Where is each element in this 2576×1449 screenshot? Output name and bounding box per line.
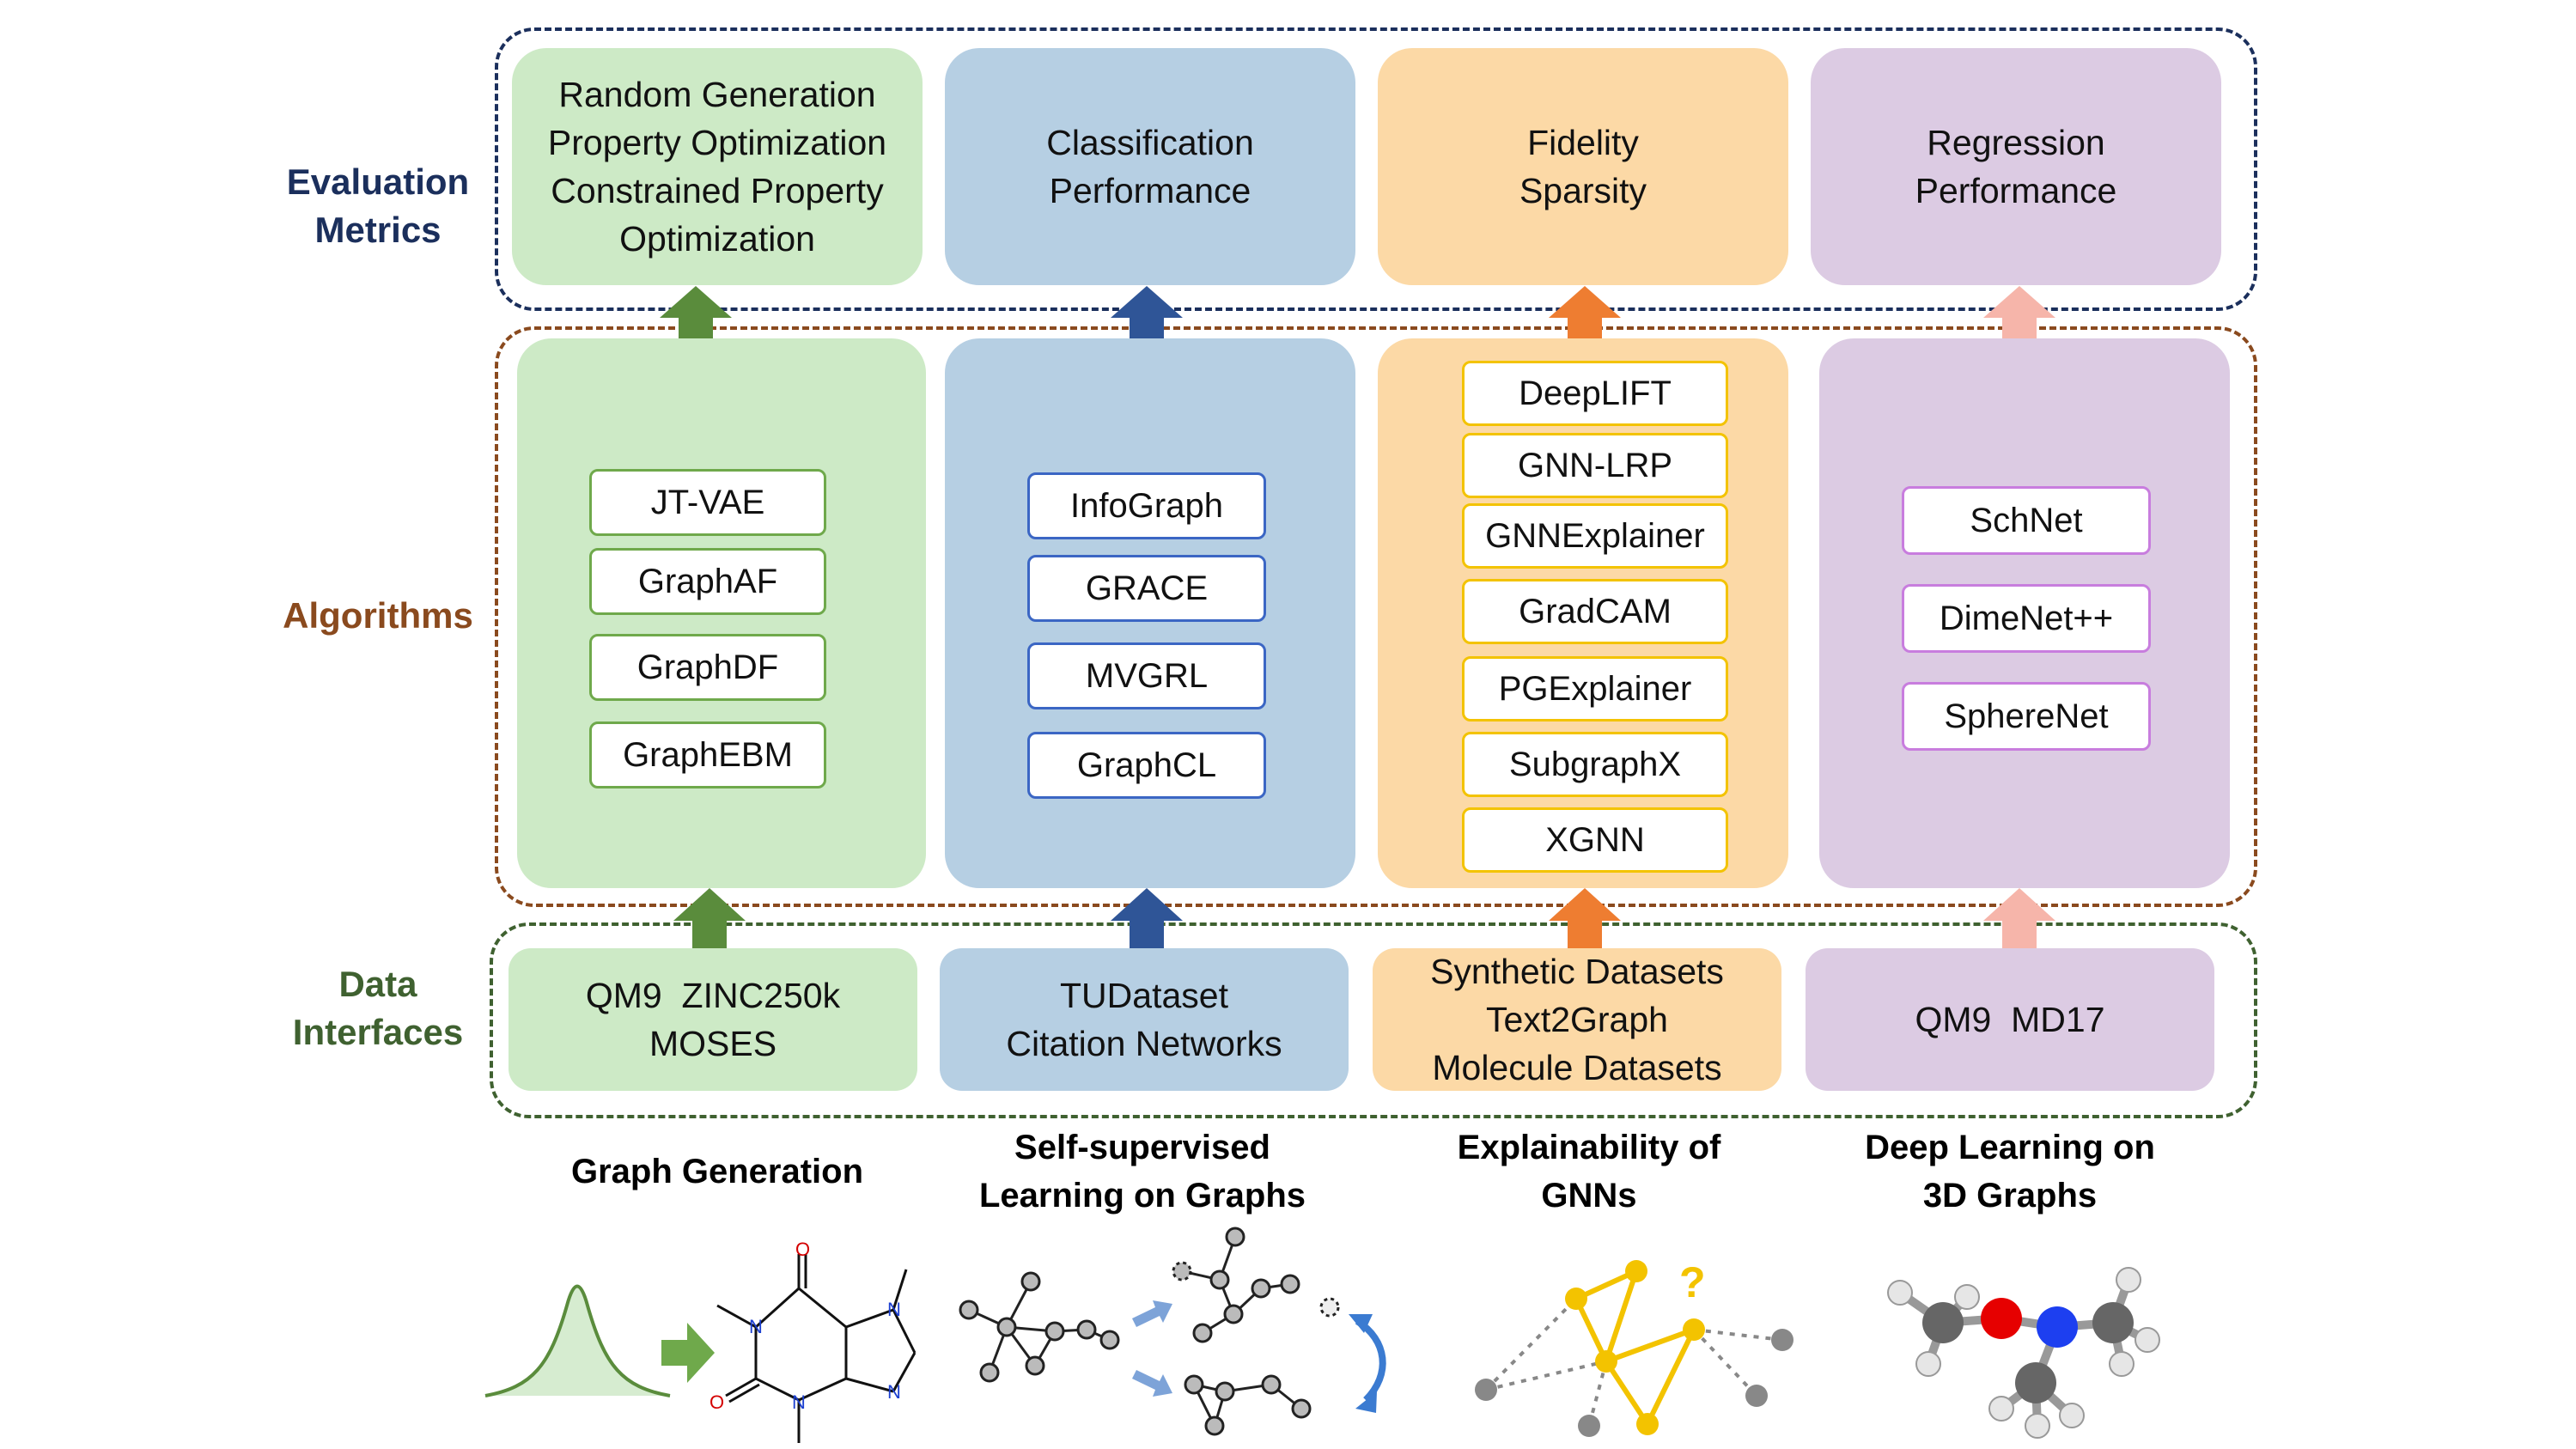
algo-chip-graphdf: GraphDF <box>589 634 826 701</box>
algo-chip-dimenet: DimeNet++ <box>1902 584 2151 653</box>
data-box-3d-graphs: QM9 MD17 <box>1806 948 2214 1091</box>
algorithms-layer-border <box>495 326 2257 907</box>
metrics-box-3d-graphs: Regression Performance <box>1811 48 2221 285</box>
caption-graph-generation: Graph Generation <box>570 1153 864 1190</box>
caption-3d-graphs: Deep Learning on 3D Graphs <box>1865 1129 2155 1215</box>
swap-arrow-icon <box>1349 1314 1373 1333</box>
algo-chip-spherenet: SphereNet <box>1902 682 2151 751</box>
question-mark-icon: ? <box>1679 1258 1706 1306</box>
algo-chip-graphebm: GraphEBM <box>589 721 826 788</box>
svg-text:N: N <box>887 1299 901 1320</box>
svg-text:N: N <box>749 1316 763 1337</box>
algo-chip-gnnexplainer: GNNExplainer <box>1462 503 1728 569</box>
data-box-self-supervised: TUDataset Citation Networks <box>940 948 1349 1091</box>
caption-self-supervised: Self-supervised Learning on Graphs <box>978 1129 1306 1215</box>
arrow-right-icon <box>1132 1370 1172 1397</box>
metrics-box-self-supervised: Classification Performance <box>945 48 1355 285</box>
arrow-right-icon <box>1132 1300 1172 1327</box>
data-box-graph-generation: QM9 ZINC250k MOSES <box>509 948 917 1091</box>
algo-chip-gradcam: GradCAM <box>1462 579 1728 644</box>
algo-chip-gnn-lrp: GNN-LRP <box>1462 433 1728 498</box>
layer-label-evaluation: Evaluation Metrics <box>286 161 470 250</box>
algo-chip-mvgrl: MVGRL <box>1027 642 1266 709</box>
algo-chip-schnet: SchNet <box>1902 486 2151 555</box>
svg-text:N: N <box>792 1391 806 1413</box>
layer-label-data-interfaces: Data Interfaces <box>292 964 464 1052</box>
data-layer-border <box>490 922 2257 1118</box>
svg-text:N: N <box>887 1381 901 1403</box>
arrow-right-icon <box>661 1323 715 1383</box>
algo-chip-subgraphx: SubgraphX <box>1462 732 1728 797</box>
algo-chip-deeplift: DeepLIFT <box>1462 361 1728 426</box>
algo-chip-graphcl: GraphCL <box>1027 732 1266 799</box>
metrics-box-explainability: Fidelity Sparsity <box>1378 48 1788 285</box>
evaluation-layer-border <box>495 27 2257 311</box>
algo-chip-grace: GRACE <box>1027 555 1266 622</box>
algo-chip-xgnn: XGNN <box>1462 807 1728 873</box>
metrics-box-graph-generation: Random Generation Property Optimization … <box>512 48 923 285</box>
data-box-explainability: Synthetic Datasets Text2Graph Molecule D… <box>1373 948 1781 1091</box>
algo-chip-infograph: InfoGraph <box>1027 472 1266 539</box>
algo-chip-pgexplainer: PGExplainer <box>1462 656 1728 721</box>
svg-text:O: O <box>709 1391 724 1413</box>
layer-label-algorithms: Algorithms <box>283 595 473 636</box>
caption-explainability: Explainability of GNNs <box>1457 1129 1721 1215</box>
algo-chip-graphaf: GraphAF <box>589 548 826 615</box>
svg-text:O: O <box>795 1239 810 1260</box>
algo-chip-jt-vae: JT-VAE <box>589 469 826 536</box>
